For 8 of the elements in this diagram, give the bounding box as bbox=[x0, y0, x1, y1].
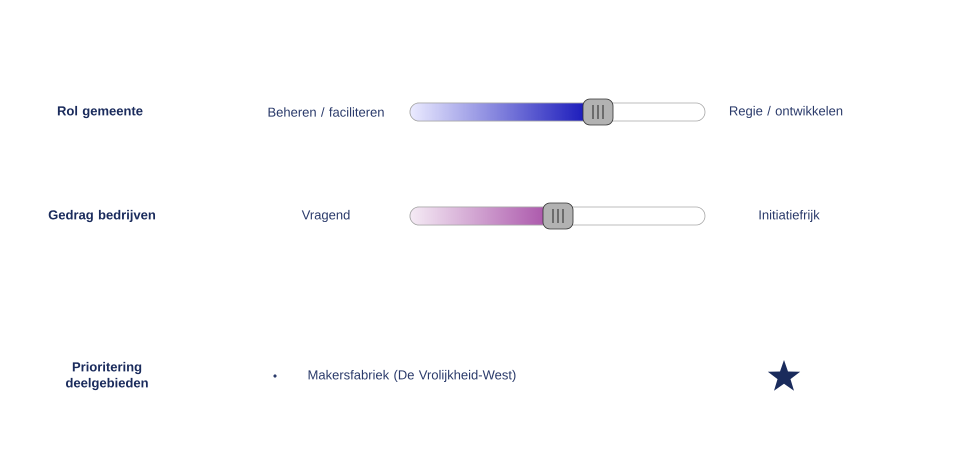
list-item: Makersfabriek (De Vrolijkheid-West) bbox=[308, 370, 516, 382]
row-heading: Rol gemeente bbox=[58, 106, 143, 118]
scale-label: Vragend bbox=[302, 210, 350, 222]
row-heading: Prioritering deelgebieden bbox=[66, 362, 148, 390]
row-heading: Gedrag bedrijven bbox=[48, 210, 156, 222]
scale-label: Regie / ontwikkelen bbox=[730, 106, 842, 118]
scale-label: Initiatiefrijk bbox=[760, 210, 820, 222]
scale-label: Beheren / faciliteren bbox=[268, 107, 384, 117]
